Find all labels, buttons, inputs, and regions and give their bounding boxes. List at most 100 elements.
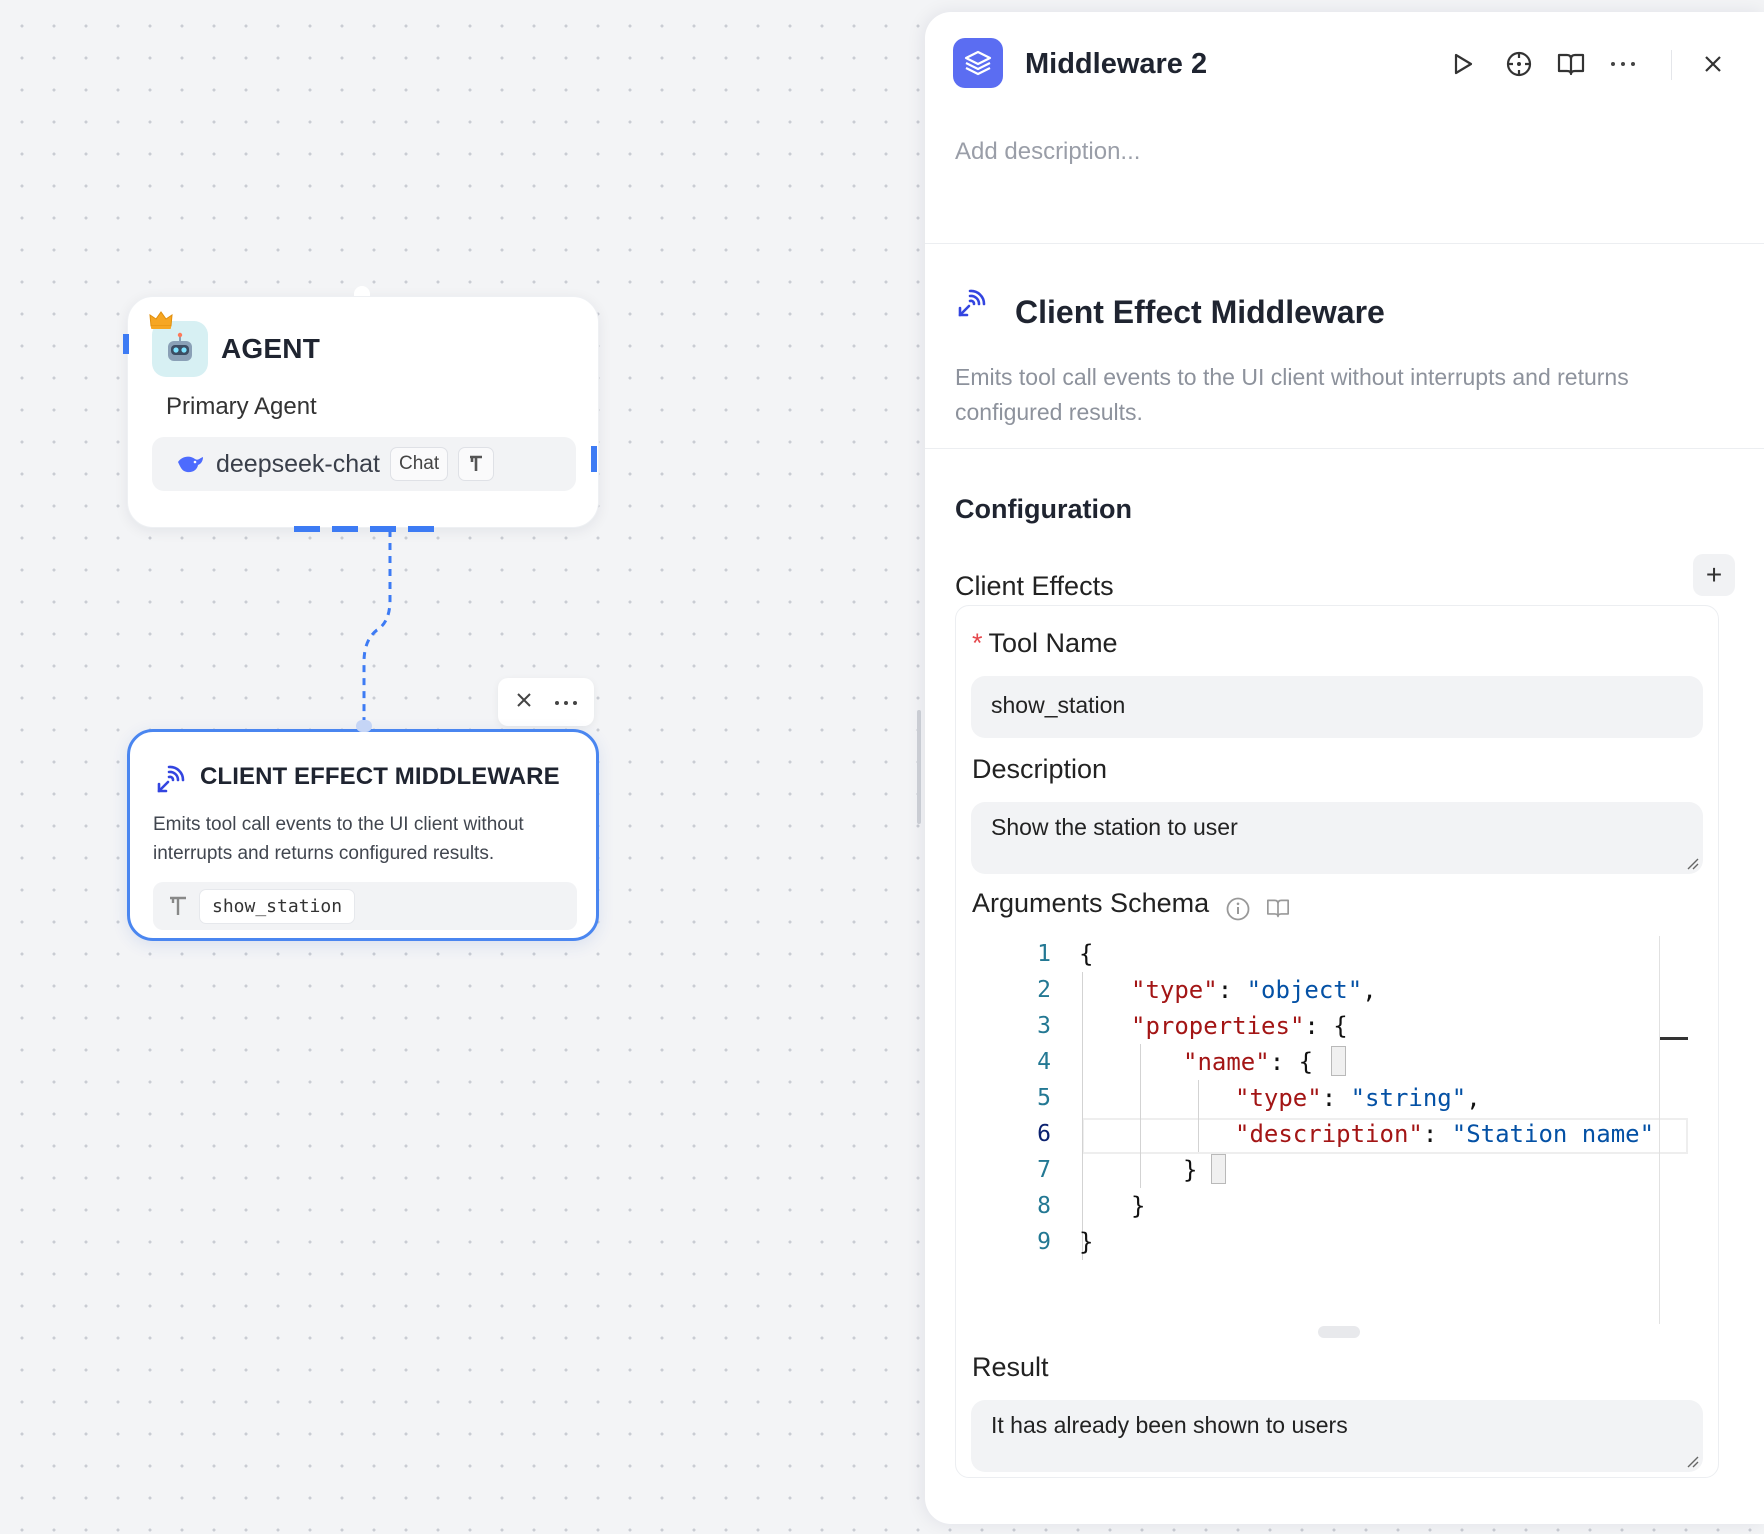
code-line: "type": "string", [1235, 1080, 1481, 1116]
signal-arrow-icon [157, 765, 185, 793]
editor-resize-handle[interactable] [1318, 1326, 1360, 1338]
code-line: { [1079, 936, 1093, 972]
resize-grip-icon[interactable] [1685, 856, 1699, 870]
tool-name-label-text: Tool Name [988, 628, 1118, 658]
more-menu-button[interactable] [1605, 46, 1641, 82]
model-selector[interactable]: deepseek-chat Chat [152, 437, 576, 491]
json-punctuation: : [1321, 1084, 1351, 1112]
json-string: "string" [1350, 1084, 1467, 1112]
json-key: "properties" [1131, 1012, 1305, 1040]
json-punctuation: } [1131, 1192, 1146, 1220]
tool-name-label: *Tool Name [972, 628, 1118, 659]
json-schema-editor[interactable]: 1 2 3 4 5 6 7 8 9 [971, 936, 1703, 1356]
json-punctuation: } [1183, 1156, 1198, 1184]
header-divider [925, 243, 1764, 244]
description-label: Description [972, 754, 1108, 784]
minimap-cursor-marker [1660, 1037, 1688, 1040]
client-effect-middleware-node[interactable]: CLIENT EFFECT MIDDLEWARE Emits tool call… [127, 729, 599, 941]
robot-icon [168, 332, 192, 361]
code-line: } [1183, 1152, 1197, 1188]
client-effect-card: *Tool Name show_station Description Show… [955, 605, 1719, 1478]
json-string: "Station name" [1451, 1120, 1655, 1148]
close-panel-button[interactable] [1695, 46, 1731, 82]
agent-left-handle[interactable] [123, 334, 129, 354]
code-line: "properties": { [1131, 1008, 1348, 1044]
indent-guide [1198, 1080, 1199, 1152]
json-punctuation: { [1079, 940, 1094, 968]
crosshair-icon [1506, 51, 1532, 77]
agent-right-handle[interactable] [591, 446, 597, 472]
editor-scrollbar[interactable] [1659, 936, 1660, 1324]
agent-to-middleware-edge [362, 530, 392, 726]
more-options-icon[interactable] [554, 693, 578, 711]
close-node-icon[interactable] [515, 691, 533, 714]
middleware-node-title: CLIENT EFFECT MIDDLEWARE [200, 763, 560, 790]
required-marker: * [972, 628, 983, 658]
current-line-highlight [1082, 1118, 1688, 1154]
result-label: Result [972, 1352, 1049, 1382]
play-icon [1454, 53, 1473, 75]
result-textarea[interactable]: It has already been shown to users [971, 1400, 1703, 1472]
indent-guide [1140, 1044, 1141, 1188]
locate-button[interactable] [1501, 46, 1537, 82]
json-punctuation: : { [1269, 1048, 1314, 1076]
description-value: Show the station to user [991, 814, 1238, 840]
description-textarea[interactable]: Show the station to user [971, 802, 1703, 874]
agent-title: AGENT [221, 333, 320, 364]
line-number: 5 [1037, 1085, 1051, 1111]
code-line: "type": "object", [1131, 972, 1377, 1008]
client-effects-label: Client Effects [955, 571, 1114, 601]
section-description: Emits tool call events to the UI client … [955, 364, 1629, 425]
middleware-settings-panel: Middleware 2 Add description... Client E… [925, 12, 1764, 1524]
agent-node[interactable]: AGENT Primary Agent deepseek-chat Chat [127, 296, 599, 528]
book-open-icon[interactable] [1266, 897, 1290, 919]
json-key: "type" [1235, 1084, 1322, 1112]
middleware-node-description: Emits tool call events to the UI client … [153, 814, 524, 864]
code-line: } [1079, 1224, 1093, 1260]
book-open-icon [1557, 53, 1585, 76]
json-key: "description" [1235, 1120, 1423, 1148]
line-number: 7 [1037, 1157, 1051, 1183]
code-line: "name": { [1183, 1044, 1313, 1080]
header-separator [1671, 50, 1672, 80]
node-toolbar [498, 678, 594, 726]
model-name: deepseek-chat [216, 449, 381, 478]
crown-icon [149, 311, 173, 329]
resize-grip-icon[interactable] [1685, 1454, 1699, 1468]
text-capability-icon [458, 447, 495, 481]
chat-chip: Chat [390, 447, 449, 481]
docs-button[interactable] [1553, 46, 1589, 82]
line-number: 3 [1037, 1013, 1051, 1039]
agent-top-handle[interactable] [354, 286, 370, 296]
code-line: } [1131, 1188, 1145, 1224]
layers-icon [953, 38, 1003, 88]
json-punctuation: : [1217, 976, 1247, 1004]
middleware-top-handle[interactable] [356, 720, 372, 732]
run-button[interactable] [1445, 46, 1481, 82]
panel-title[interactable]: Middleware 2 [1025, 48, 1208, 80]
code-lines: {"type": "object","properties": {"name":… [971, 936, 1661, 1266]
code-line: "description": "Station name" [1235, 1116, 1654, 1152]
tool-icon [170, 896, 186, 915]
json-key: "name" [1183, 1048, 1270, 1076]
description-input[interactable]: Add description... [955, 138, 1141, 165]
line-number: 6 [1037, 1121, 1051, 1147]
section-title: Client Effect Middleware [1015, 294, 1385, 330]
middleware-tool-row: show_station [153, 882, 577, 930]
info-icon[interactable] [1225, 896, 1251, 922]
line-number: 2 [1037, 977, 1051, 1003]
arguments-schema-label: Arguments Schema [972, 888, 1210, 918]
result-value: It has already been shown to users [991, 1412, 1348, 1438]
json-punctuation: : { [1304, 1012, 1348, 1040]
ellipsis-icon [1611, 62, 1635, 66]
bracket-match-highlight [1331, 1046, 1346, 1076]
agent-bottom-handle[interactable] [294, 526, 446, 532]
agent-subtitle: Primary Agent [166, 393, 317, 420]
json-key: "type" [1131, 976, 1218, 1004]
line-number: 8 [1037, 1193, 1051, 1219]
close-icon [1705, 56, 1721, 72]
tool-name-input[interactable]: show_station [971, 676, 1703, 738]
json-punctuation: , [1362, 976, 1377, 1004]
panel-resize-handle[interactable] [917, 710, 921, 824]
add-client-effect-button[interactable]: + [1693, 554, 1735, 596]
